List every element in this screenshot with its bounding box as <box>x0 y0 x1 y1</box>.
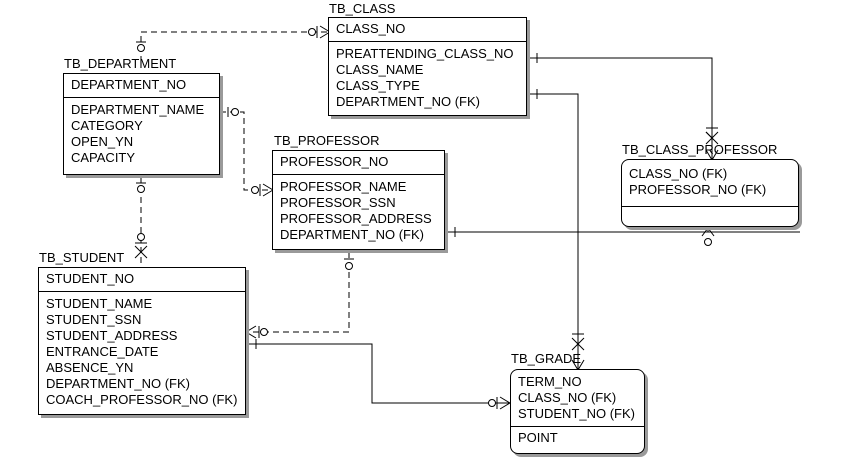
entity-title-grade: TB_GRADE <box>511 351 582 366</box>
entity-student-attrs: STUDENT_NAME STUDENT_SSN STUDENT_ADDRESS… <box>39 292 245 412</box>
many-marker <box>245 325 268 339</box>
pk-field: STUDENT_NO <box>46 271 135 286</box>
attr-field: PROFESSOR_SSN <box>280 195 396 210</box>
attr-field: DEPARTMENT_NAME <box>71 102 205 117</box>
attr-field: OPEN_YN <box>71 134 134 149</box>
pk-field: PROFESSOR_NO <box>280 154 389 169</box>
rel-class-grade <box>527 93 579 370</box>
many-marker <box>701 227 715 246</box>
attr-field: ABSENCE_YN <box>46 360 134 375</box>
attr-field: DEPARTMENT_NO (FK) <box>46 376 190 391</box>
attr-field: DEPARTMENT_NO (FK) <box>336 94 480 109</box>
attr-field: POINT <box>518 430 558 445</box>
entity-department[interactable]: DEPARTMENT_NO DEPARTMENT_NAME CATEGORY O… <box>63 73 220 175</box>
many-marker <box>705 127 719 161</box>
rel-department-professor <box>220 111 273 191</box>
entity-grade-pk: TERM_NO CLASS_NO (FK) STUDENT_NO (FK) <box>511 370 644 427</box>
many-marker <box>134 233 148 259</box>
entity-student[interactable]: STUDENT_NO STUDENT_NAME STUDENT_SSN STUD… <box>38 267 246 415</box>
attr-field: STUDENT_NAME <box>46 296 153 311</box>
attr-field: PROFESSOR_NAME <box>280 179 407 194</box>
one-optional-marker <box>344 258 354 270</box>
entity-professor[interactable]: PROFESSOR_NO PROFESSOR_NAME PROFESSOR_SS… <box>272 150 445 250</box>
attr-field: CLASS_TYPE <box>336 78 420 93</box>
attr-field: CLASS_NAME <box>336 62 424 77</box>
entity-title-professor: TB_PROFESSOR <box>274 133 380 148</box>
one-optional-marker <box>136 182 146 193</box>
rel-professor-classprofessor <box>445 228 709 233</box>
attr-field: STUDENT_SSN <box>46 312 142 327</box>
pk-field: PROFESSOR_NO (FK) <box>629 182 767 197</box>
entity-title-student: TB_STUDENT <box>39 250 125 265</box>
one-optional-marker <box>136 41 146 52</box>
rel-class-classprofessor <box>527 57 713 160</box>
entity-title-department: TB_DEPARTMENT <box>64 56 177 71</box>
attr-field: STUDENT_ADDRESS <box>46 328 178 343</box>
pk-field: CLASS_NO (FK) <box>518 390 617 405</box>
attr-field: DEPARTMENT_NO (FK) <box>280 227 424 242</box>
entity-student-pk: STUDENT_NO <box>39 268 245 292</box>
many-marker <box>571 333 585 371</box>
attr-field: CAPACITY <box>71 150 136 165</box>
attr-field: CATEGORY <box>71 118 143 133</box>
pk-field: CLASS_NO (FK) <box>629 166 728 181</box>
one-optional-marker <box>227 107 239 117</box>
entity-department-attrs: DEPARTMENT_NAME CATEGORY OPEN_YN CAPACIT… <box>64 98 219 170</box>
entity-class-pk: CLASS_NO <box>329 18 526 42</box>
pk-field: DEPARTMENT_NO <box>71 77 187 92</box>
attr-field: COACH_PROFESSOR_NO (FK) <box>46 392 238 407</box>
attr-field: PROFESSOR_ADDRESS <box>280 211 432 226</box>
entity-class[interactable]: CLASS_NO PREATTENDING_CLASS_NO CLASS_NAM… <box>328 17 527 116</box>
entity-title-class-professor: TB_CLASS_PROFESSOR <box>622 142 778 157</box>
entity-class-attrs: PREATTENDING_CLASS_NO CLASS_NAME CLASS_T… <box>329 42 526 114</box>
pk-field: STUDENT_NO (FK) <box>518 406 635 421</box>
entity-class-professor-pk: CLASS_NO (FK) PROFESSOR_NO (FK) <box>622 160 798 207</box>
entity-professor-attrs: PROFESSOR_NAME PROFESSOR_SSN PROFESSOR_A… <box>273 175 444 247</box>
entity-professor-pk: PROFESSOR_NO <box>273 151 444 175</box>
many-marker <box>488 396 511 410</box>
entity-title-class: TB_CLASS <box>329 1 396 16</box>
entity-class-professor[interactable]: CLASS_NO (FK) PROFESSOR_NO (FK) <box>621 159 799 227</box>
many-marker <box>251 183 274 197</box>
pk-field: CLASS_NO <box>336 21 406 36</box>
entity-grade-attrs: POINT <box>511 427 644 450</box>
rel-student-grade <box>246 343 510 404</box>
attr-field: PREATTENDING_CLASS_NO <box>336 46 514 61</box>
entity-grade[interactable]: TERM_NO CLASS_NO (FK) STUDENT_NO (FK) PO… <box>510 369 645 454</box>
entity-department-pk: DEPARTMENT_NO <box>64 74 219 98</box>
rel-professor-student <box>246 252 350 333</box>
pk-field: TERM_NO <box>518 374 582 389</box>
attr-field: ENTRANCE_DATE <box>46 344 159 359</box>
